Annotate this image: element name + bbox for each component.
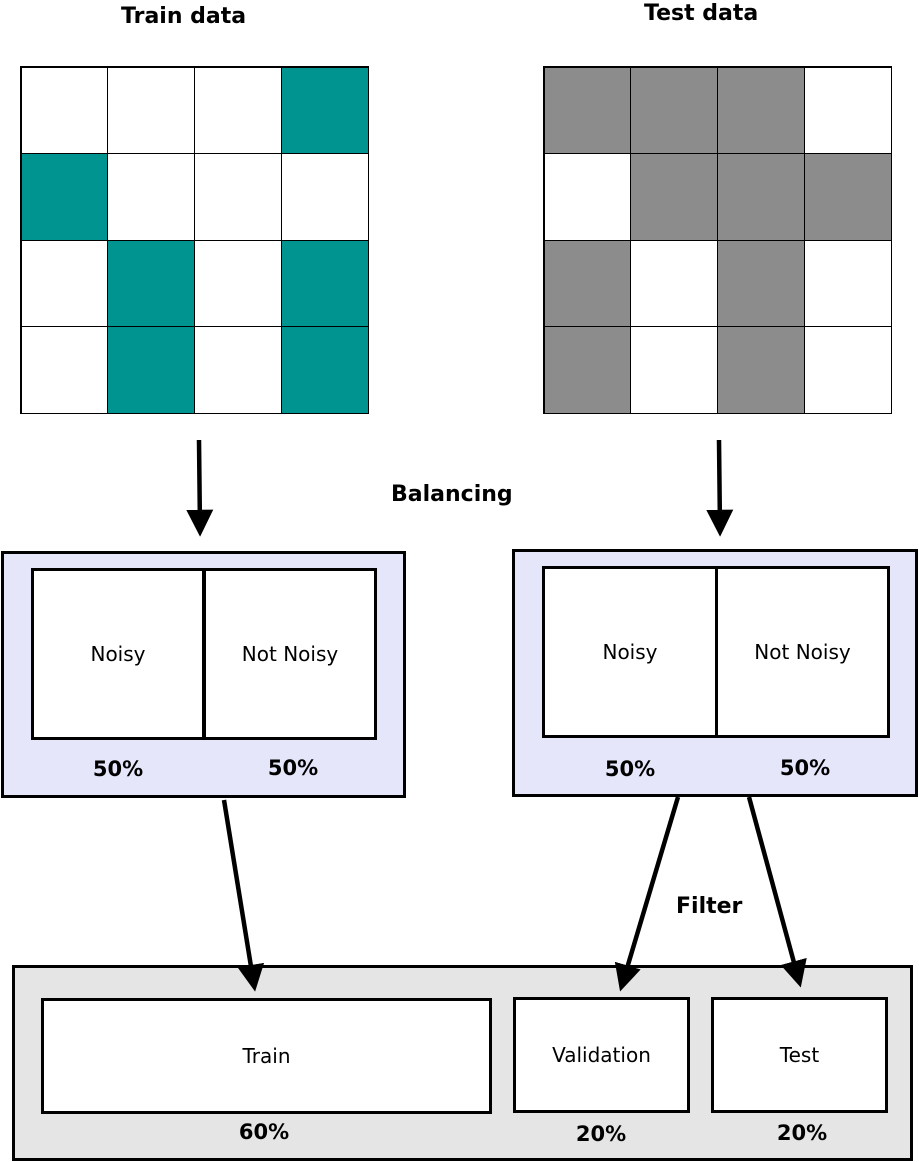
test-not-noisy-pct: 50% [779,756,831,780]
train-data-grid [20,66,369,414]
train-grid-cell-3-3 [280,326,369,414]
test-to-balance-arrow [706,439,734,537]
balancing-label: Balancing [391,482,513,507]
train-grid-cell-3-1 [107,326,195,414]
split-panel: Train Validation Test 60% 20% 20% [12,965,913,1161]
test-grid-cell-3-3 [803,326,892,414]
test-grid-cell-2-0 [543,239,632,327]
test-split-label: Test [779,1043,820,1067]
train-not-noisy-pct: 50% [267,756,319,780]
test-not-noisy-label: Not Noisy [754,640,851,664]
test-split-pct: 20% [776,1121,828,1145]
train-to-balance-arrow [186,439,214,537]
test-noisy-label: Noisy [602,640,658,664]
train-grid-cell-2-3 [280,239,369,327]
test-grid-cell-2-1 [630,239,718,327]
validation-split-box: Validation [513,997,690,1113]
test-grid-cell-0-2 [717,66,805,154]
test-grid-cell-1-3 [803,153,892,241]
test-noisy-pct: 50% [604,757,656,781]
test-data-title: Test data [644,1,759,26]
test-grid-cell-0-1 [630,66,718,154]
train-grid-cell-2-2 [194,239,282,327]
balance-to-validation-arrow [614,796,681,992]
train-split-pct: 60% [238,1120,290,1144]
test-data-grid [543,66,892,414]
test-grid-cell-1-0 [543,153,632,241]
train-grid-cell-2-1 [107,239,195,327]
train-grid-cell-3-2 [194,326,282,414]
train-grid-cell-1-2 [194,153,282,241]
balance-to-test-arrow [746,796,807,988]
test-grid-cell-0-0 [543,66,632,154]
train-split-label: Train [242,1044,291,1068]
validation-split-pct: 20% [575,1122,627,1146]
train-noisy-pct: 50% [92,757,144,781]
test-split-box: Test [711,997,888,1113]
validation-split-label: Validation [552,1043,651,1067]
train-noisy-label: Noisy [90,642,146,666]
train-not-noisy-label: Not Noisy [241,642,339,666]
train-data-title: Train data [121,4,247,29]
balance-to-train-arrow [221,799,265,992]
train-not-noisy-box: Not Noisy [203,568,377,740]
filter-label: Filter [676,894,743,919]
train-grid-cell-0-1 [107,66,195,154]
train-grid-cell-1-0 [20,153,109,241]
test-balance-panel: Noisy Not Noisy 50% 50% [512,549,918,797]
train-grid-cell-1-3 [280,153,369,241]
test-grid-cell-3-0 [543,326,632,414]
train-grid-cell-0-2 [194,66,282,154]
test-grid-cell-1-2 [717,153,805,241]
test-grid-cell-2-2 [717,239,805,327]
train-split-box: Train [41,998,492,1114]
test-not-noisy-box: Not Noisy [715,566,890,738]
train-balance-panel: Noisy Not Noisy 50% 50% [1,551,406,798]
train-grid-cell-0-3 [280,66,369,154]
test-grid-cell-2-3 [803,239,892,327]
train-grid-cell-3-0 [20,326,109,414]
